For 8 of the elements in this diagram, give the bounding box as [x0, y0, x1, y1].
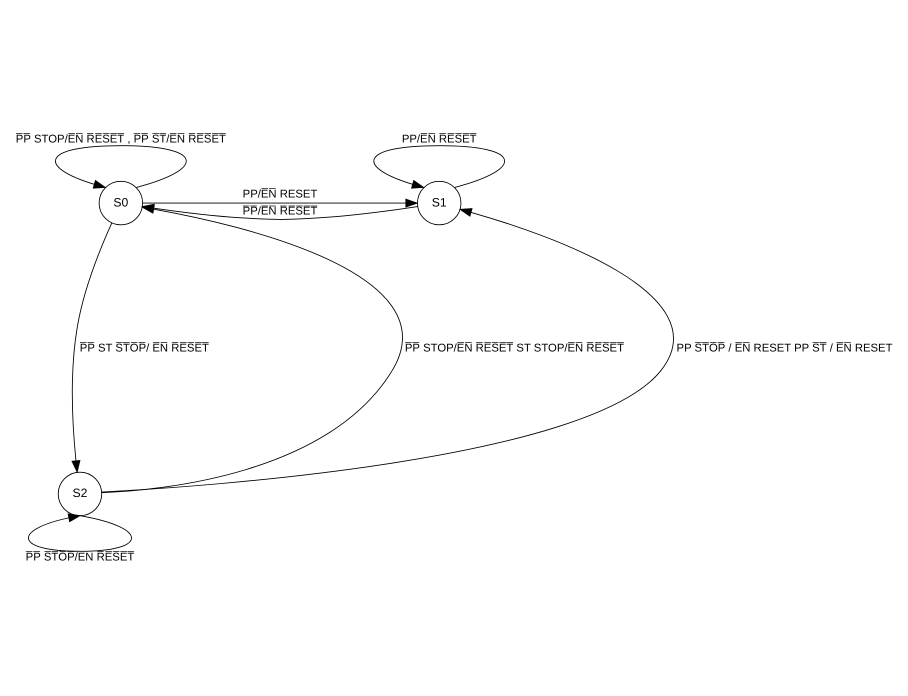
- edge-label: P̅P̅ STOP/E̅N̅ R̅E̅S̅E̅T̅ , P̅P̅ S̅T̅/E̅N̅ R̅E̅S̅E̅T̅: [16, 133, 226, 146]
- edge-label: P̅P̅/E̅N̅ R̅E̅S̅E̅T̅: [242, 205, 318, 218]
- edge-label: P̅P̅ S̅T̅O̅P̅/EN R̅E̅S̅E̅T̅: [26, 550, 134, 563]
- edge-label: PP S̅T̅O̅P̅ / E̅N̅ RESET PP S̅T̅ / E̅N̅ RESET: [676, 342, 893, 354]
- edge-label: P̅P̅ STOP/E̅N̅ R̅E̅S̅E̅T̅ ST STOP/E̅N̅ R̅E̅S̅E̅T̅: [404, 342, 624, 354]
- edge-label: P̅P̅ ST S̅T̅O̅P̅/ E̅N̅ R̅E̅S̅E̅T̅: [80, 342, 209, 354]
- edge-label: PP/E̅N̅ RESET: [242, 188, 318, 200]
- edge-label: PP/E̅N̅ R̅E̅S̅E̅T̅: [402, 133, 477, 146]
